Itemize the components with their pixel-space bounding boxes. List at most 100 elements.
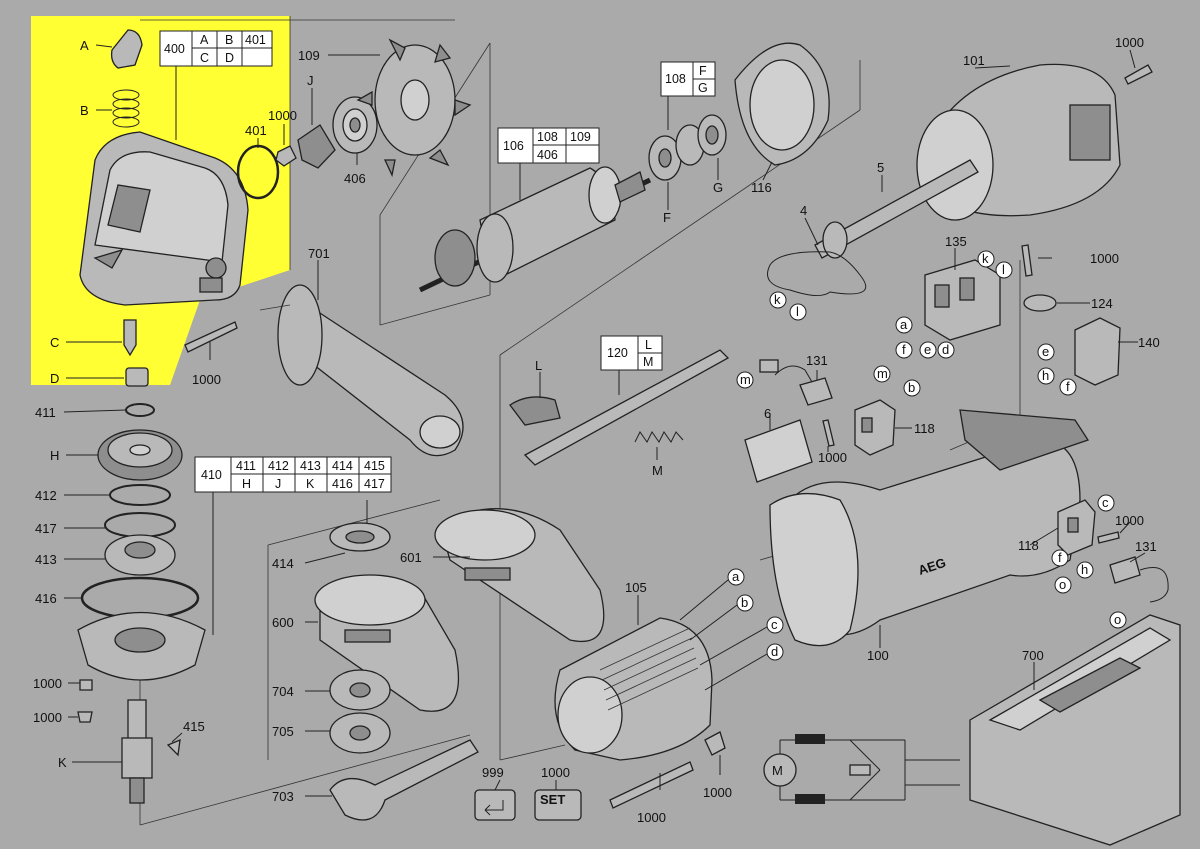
callout-124: 124 xyxy=(1091,296,1113,311)
svg-text:k: k xyxy=(982,251,989,266)
plug-m xyxy=(759,359,779,373)
brush-lead-131-right xyxy=(1139,567,1169,603)
svg-text:M: M xyxy=(772,763,783,778)
svg-text:l: l xyxy=(1002,262,1005,277)
nut-part-1000 xyxy=(275,145,297,167)
wire-marker-h: h xyxy=(1037,367,1055,385)
wire-marker-h: h xyxy=(1076,561,1094,579)
callout-6: 6 xyxy=(764,406,771,421)
wire-marker-c: c xyxy=(0,0,7,3)
table-120-cell: L xyxy=(645,338,652,352)
callout-704: 704 xyxy=(272,684,294,699)
callout-118: 118 xyxy=(1018,538,1039,553)
svg-text:f: f xyxy=(1058,550,1062,565)
table-410-cell: H xyxy=(242,477,251,491)
callout-703: 703 xyxy=(272,789,294,804)
screw-1000-118 xyxy=(822,419,835,447)
reset-icon-999 xyxy=(474,789,516,821)
wire-marker-k: k xyxy=(977,250,995,268)
table-108-cell: G xyxy=(698,81,708,95)
wire-marker-e: e xyxy=(919,341,937,359)
wire-marker-c: c xyxy=(1097,494,1115,512)
armature-106 xyxy=(418,166,652,293)
svg-text:b: b xyxy=(908,380,915,395)
callout-701: 701 xyxy=(308,246,330,261)
wire-marker-o: o xyxy=(1054,576,1072,594)
table-120-main: 120 xyxy=(607,346,628,360)
lock-button-L xyxy=(509,396,561,426)
callout-J: J xyxy=(307,73,314,88)
spindle-K xyxy=(121,699,153,804)
svg-text:m: m xyxy=(877,366,888,381)
table-400-cell: A xyxy=(200,33,209,47)
leader-lines xyxy=(63,44,1146,797)
bevel-gear-H xyxy=(97,429,183,481)
screw-1000-135 xyxy=(1021,244,1033,277)
switch-135 xyxy=(924,259,1001,341)
callout-411: 411 xyxy=(35,405,56,420)
callout-416: 416 xyxy=(35,591,57,606)
tube-5 xyxy=(814,159,979,259)
clip-124 xyxy=(1023,294,1057,312)
table-410-cell: 412 xyxy=(268,459,289,473)
wire-marker-d: d xyxy=(937,341,955,359)
sleeve-part-D xyxy=(125,367,149,387)
callout-1000: 1000 xyxy=(541,765,570,780)
table-400-cell: C xyxy=(200,51,209,65)
screw-1000-coil xyxy=(609,761,694,809)
callout-1000: 1000 xyxy=(1090,251,1119,266)
callout-417: 417 xyxy=(35,521,57,536)
circuit-diagram: M xyxy=(763,734,960,804)
callout-412: 412 xyxy=(35,488,57,503)
washer-414 xyxy=(329,522,391,552)
callout-100: 100 xyxy=(867,648,889,663)
wire-marker-k: k xyxy=(769,291,787,309)
table-106-cell: 109 xyxy=(570,130,591,144)
wire-marker-a: a xyxy=(895,316,913,334)
callout-105: 105 xyxy=(625,580,647,595)
brush-131 xyxy=(799,377,833,406)
callout-705: 705 xyxy=(272,724,294,739)
callout-G: G xyxy=(713,180,723,195)
table-410-cell: J xyxy=(275,477,281,491)
wire-letter-markers: k l a f e d k l e h f m m b c o h f o a … xyxy=(0,0,1127,661)
callout-1000: 1000 xyxy=(1115,35,1144,50)
svg-text:h: h xyxy=(1081,562,1088,577)
switch-rod-120 xyxy=(523,349,730,466)
svg-text:f: f xyxy=(1066,379,1070,394)
gear-head-cover-part xyxy=(79,131,249,306)
coil-wire-leads xyxy=(679,579,768,691)
table-106-cell: 406 xyxy=(537,148,558,162)
callout-1000: 1000 xyxy=(192,372,221,387)
callout-1000: 1000 xyxy=(33,676,62,691)
button-part-A xyxy=(110,29,143,69)
svg-text:d: d xyxy=(771,644,778,659)
svg-text:c: c xyxy=(0,0,7,3)
callout-B: B xyxy=(80,103,89,118)
svg-text:a: a xyxy=(732,569,740,584)
table-108-main: 108 xyxy=(665,72,686,86)
washer-417 xyxy=(104,512,176,538)
table-400-cell: 401 xyxy=(245,33,266,47)
table-410-cell: 415 xyxy=(364,459,385,473)
capacitor-140 xyxy=(1074,317,1121,386)
set-icon-1000: SET xyxy=(534,789,582,821)
callout-414: 414 xyxy=(272,556,294,571)
wire-marker-d: d xyxy=(766,643,784,661)
nut-705 xyxy=(329,712,391,754)
brush-holder-118 xyxy=(854,399,896,456)
callout-L: L xyxy=(535,358,542,373)
svg-text:o: o xyxy=(1059,577,1066,592)
callout-5: 5 xyxy=(877,160,884,175)
callout-415: 415 xyxy=(183,719,205,734)
table-410: 410 411 412 413 414 415 H J K 416 417 xyxy=(194,456,392,493)
callout-700: 700 xyxy=(1022,648,1044,663)
bearing-cup-116 xyxy=(734,42,830,166)
wire-marker-b: b xyxy=(0,0,7,3)
table-108: 108 F G xyxy=(660,61,716,97)
bearing-G xyxy=(675,114,727,166)
table-410-cell: 411 xyxy=(236,459,256,473)
pinion-part-J xyxy=(297,124,336,169)
table-120: 120 L M xyxy=(600,335,663,371)
